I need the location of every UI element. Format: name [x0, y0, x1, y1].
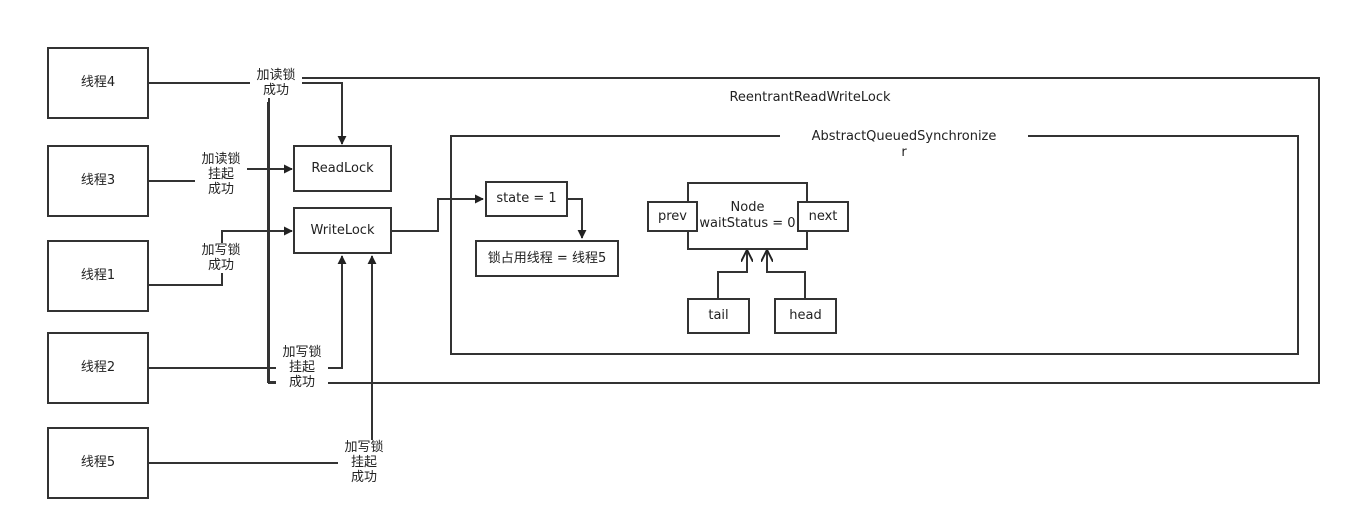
node-label: Node	[730, 200, 765, 215]
thread-3-label: 线程3	[80, 173, 116, 188]
edge-label-thread1: 加写锁 成功	[195, 243, 247, 273]
head-box: head	[774, 298, 837, 334]
edge-thread2-writelock	[148, 255, 347, 369]
head-label: head	[789, 308, 822, 323]
thread-4-label: 线程4	[80, 75, 116, 90]
thread-2-label: 线程2	[80, 360, 116, 375]
edge-label-thread2: 加写锁 挂起 成功	[276, 345, 328, 390]
edge-head-node	[767, 251, 806, 299]
thread-5-label: 线程5	[80, 455, 116, 470]
reentrant-read-write-lock-frame	[268, 77, 1320, 384]
thread-2-box: 线程2	[47, 332, 149, 404]
node-next-label: next	[808, 208, 838, 224]
state-label: state = 1	[496, 191, 557, 206]
edge-writelock-state	[391, 194, 484, 232]
edge-state-owner	[567, 198, 587, 239]
tail-label: tail	[708, 308, 729, 323]
edge-tail-node	[717, 251, 747, 299]
lock-owner-box: 锁占用线程 = 线程5	[475, 240, 619, 277]
edge-label-thread3: 加读锁 挂起 成功	[195, 152, 247, 197]
node-wait-status-label: waitStatus = 0	[699, 216, 796, 231]
lock-owner-label: 锁占用线程 = 线程5	[487, 250, 607, 266]
reentrant-read-write-lock-title: ReentrantReadWriteLock	[729, 90, 891, 105]
node-prev-box: prev	[647, 201, 698, 232]
read-lock-box: ReadLock	[293, 145, 392, 192]
edge-label-thread5: 加写锁 挂起 成功	[338, 440, 390, 485]
thread-1-label: 线程1	[80, 268, 116, 283]
node-box: Node waitStatus = 0	[687, 182, 808, 250]
state-box: state = 1	[485, 181, 568, 217]
edge-thread4-readlock	[148, 82, 347, 145]
thread-1-box: 线程1	[47, 240, 149, 312]
node-next-box: next	[797, 201, 849, 232]
thread-3-box: 线程3	[47, 145, 149, 217]
tail-box: tail	[687, 298, 750, 334]
aqs-title-line2: r	[901, 145, 907, 160]
write-lock-label: WriteLock	[310, 222, 375, 238]
thread-4-box: 线程4	[47, 47, 149, 119]
aqs-title-line1: AbstractQueuedSynchronize	[780, 129, 1028, 145]
node-prev-label: prev	[657, 208, 687, 224]
write-lock-box: WriteLock	[293, 207, 392, 254]
read-lock-label: ReadLock	[311, 160, 374, 176]
edge-label-thread4: 加读锁 成功	[250, 68, 302, 98]
thread-5-box: 线程5	[47, 427, 149, 499]
